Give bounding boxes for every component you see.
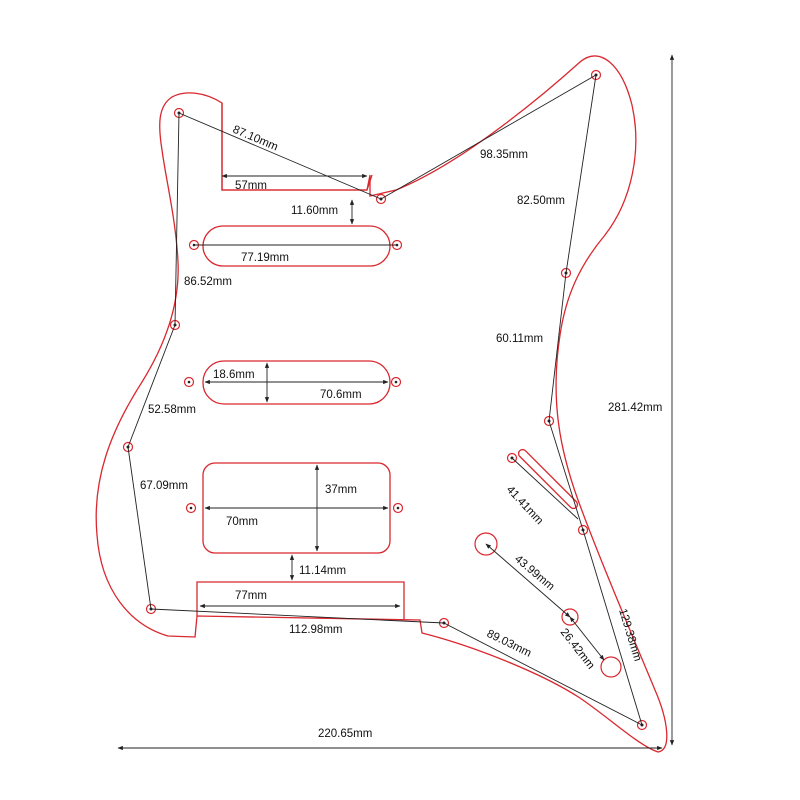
dim-label-281-42: 281.42mm xyxy=(608,402,662,414)
dim-label-67-09: 67.09mm xyxy=(140,480,188,492)
neck-route-edge xyxy=(221,103,373,191)
pickup-route-neck xyxy=(202,225,391,267)
dim-label-112-98: 112.98mm xyxy=(289,624,342,636)
dim-label-220-65: 220.65mm xyxy=(318,728,372,740)
pickup-route-bridge xyxy=(202,462,391,554)
dimension-lines xyxy=(117,54,675,751)
pickguard-outline xyxy=(95,55,668,753)
bottom-notch xyxy=(196,581,405,620)
pickup-route-middle xyxy=(202,360,391,405)
dim-label-18-6: 18.6mm xyxy=(213,369,255,381)
dim-label-11-14: 11.14mm xyxy=(299,565,346,577)
dim-label-86-52: 86.52mm xyxy=(184,276,232,288)
dim-label-37: 37mm xyxy=(325,484,357,496)
dim-label-77-19: 77.19mm xyxy=(241,252,289,264)
dim-label-98-35: 98.35mm xyxy=(480,149,528,161)
dim-label-57: 57mm xyxy=(235,180,267,192)
dim-label-77: 77mm xyxy=(235,590,267,602)
dim-label-43-99: 43.99mm xyxy=(512,553,556,593)
dim-label-11-60: 11.60mm xyxy=(291,205,338,217)
dim-label-41-41: 41.41mm xyxy=(504,484,545,527)
dim-label-52-58: 52.58mm xyxy=(148,404,196,416)
dim-label-26-42: 26.42mm xyxy=(558,626,597,671)
dim-label-70: 70mm xyxy=(226,516,258,528)
pickup-mounting-holes xyxy=(183,239,404,514)
dim-label-70-6: 70.6mm xyxy=(320,389,362,401)
dim-label-60-11: 60.11mm xyxy=(496,333,543,345)
dim-label-82-50: 82.50mm xyxy=(517,195,565,207)
